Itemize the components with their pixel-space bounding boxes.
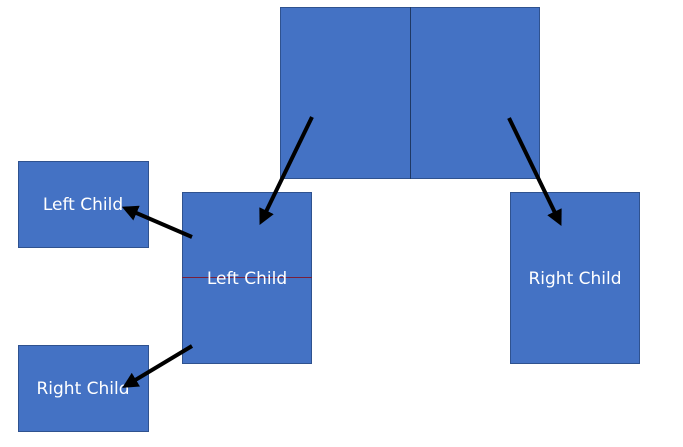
grandchild-right-node bbox=[18, 345, 149, 432]
root-node-right-half bbox=[410, 7, 540, 179]
left-child-node-divider bbox=[182, 277, 312, 278]
arrow-left-child-to-grandchild-left bbox=[121, 205, 193, 239]
root-node-left-half bbox=[280, 7, 411, 179]
arrow-root-to-right-child bbox=[507, 117, 562, 227]
root-node-divider bbox=[410, 7, 411, 179]
arrow-root-to-left-child bbox=[259, 116, 314, 226]
grandchild-left-node bbox=[18, 161, 149, 248]
arrow-left-child-to-grandchild-right bbox=[122, 344, 194, 388]
right-child-node bbox=[510, 192, 640, 364]
